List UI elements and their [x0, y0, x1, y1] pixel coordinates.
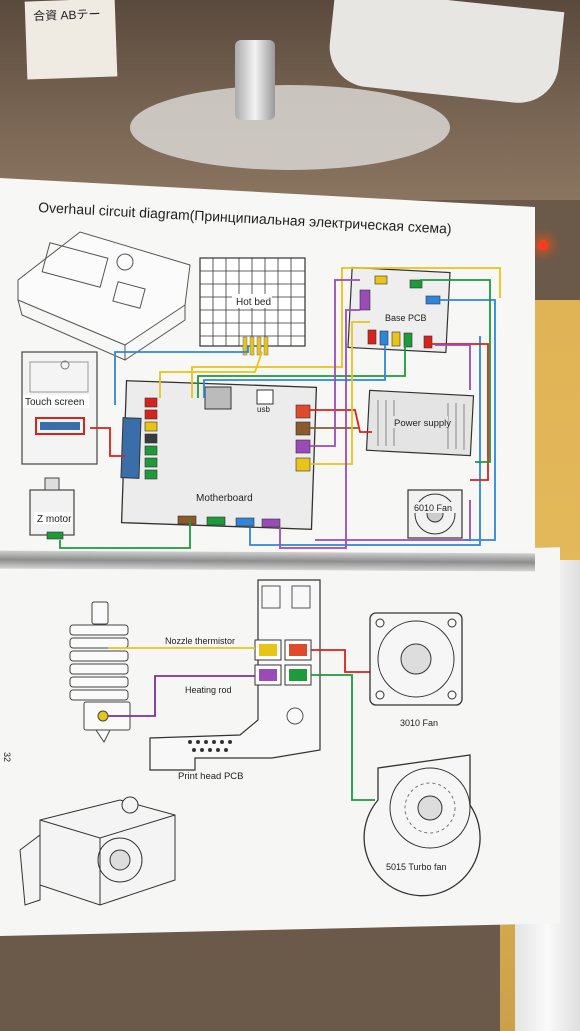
motherboard-right-connectors — [295, 404, 311, 472]
motherboard-left-connectors — [144, 397, 158, 480]
extruder-assembly-drawing — [19, 796, 176, 906]
power-supply-label: Power supply — [394, 418, 451, 429]
lower-wires — [108, 647, 375, 801]
nozzle-thermistor-label: Nozzle thermistor — [165, 636, 235, 646]
heating-rod-label: Heating rod — [185, 685, 232, 695]
indicator-led — [538, 240, 548, 250]
fan-6010: 6010 Fan — [407, 489, 463, 539]
z-motor-label: Z motor — [37, 514, 72, 525]
motherboard: usb Motherboard — [120, 380, 318, 530]
hot-bed-label: Hot bed — [236, 297, 271, 308]
base-pcb-label: Base PCB — [385, 313, 427, 323]
diagram-title: Overhaul circuit diagram(Принципиальная … — [38, 199, 452, 237]
power-supply: Power supply — [365, 389, 475, 457]
print-head-pcb-label: Print head PCB — [178, 771, 243, 782]
usb-label: usb — [257, 405, 270, 414]
motherboard-bottom-connectors — [177, 515, 281, 528]
hot-bed: Hot bed — [199, 257, 306, 356]
upper-wires — [59, 267, 501, 549]
printer-chassis-drawing — [17, 231, 191, 361]
hotend-drawing — [69, 601, 131, 743]
base-pcb: Base PCB — [347, 266, 451, 354]
fan-5015: 5015 Turbo fan — [363, 754, 481, 897]
z-motor: Z motor — [29, 477, 75, 540]
touch-screen: Touch screen — [21, 351, 98, 465]
chair-post — [235, 40, 275, 120]
fan-3010-label: 3010 Fan — [400, 718, 438, 728]
chair-base — [130, 85, 450, 170]
fan-6010-label: 6010 Fan — [414, 503, 452, 513]
motherboard-label: Motherboard — [196, 493, 253, 504]
print-head-pcb: Print head PCB — [149, 579, 321, 782]
fan-3010: 3010 Fan — [369, 612, 463, 728]
page-number: 32 — [2, 752, 12, 762]
touch-screen-label: Touch screen — [25, 397, 84, 408]
fan-5015-label: 5015 Turbo fan — [386, 862, 447, 872]
